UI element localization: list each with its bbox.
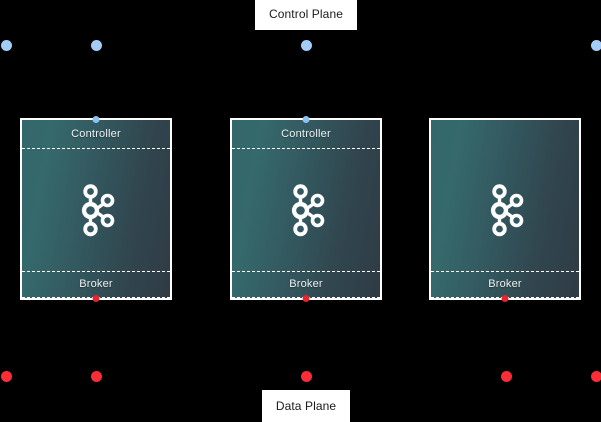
node-2-body-section [232, 149, 380, 272]
node-1-controller-label: Controller [71, 127, 121, 140]
kafka-logo [490, 184, 524, 237]
control-dot-4[interactable] [591, 40, 601, 51]
broker-node-1[interactable]: Controller [20, 116, 172, 302]
control-dot-1[interactable] [1, 40, 12, 51]
node-2-controller-label: Controller [281, 127, 331, 140]
data-dot-5[interactable] [591, 371, 601, 382]
node-3-controller-section [431, 120, 579, 149]
control-plane-label: Control Plane [255, 0, 357, 30]
node-1-control-dot[interactable] [92, 116, 100, 123]
data-dot-3[interactable] [301, 371, 312, 382]
data-plane-label: Data Plane [262, 390, 350, 422]
data-dot-4[interactable] [501, 371, 512, 382]
node-3-broker-label: Broker [488, 278, 522, 290]
data-dot-1[interactable] [1, 371, 12, 382]
node-1-controller-section: Controller [22, 120, 170, 149]
node-1-data-dot[interactable] [92, 295, 100, 302]
kafka-logo [81, 184, 115, 237]
node-1-broker-label: Broker [79, 278, 113, 290]
node-3-data-dot[interactable] [501, 295, 509, 302]
broker-node-2[interactable]: Controller [230, 116, 382, 302]
broker-node-3[interactable]: Broker [429, 118, 581, 302]
data-dot-2[interactable] [91, 371, 102, 382]
control-dot-3[interactable] [301, 40, 312, 51]
control-dot-2[interactable] [91, 40, 102, 51]
node-1-body-section [22, 149, 170, 272]
node-3-body-section [431, 149, 579, 272]
node-2-data-dot[interactable] [302, 295, 310, 302]
kafka-logo [291, 184, 325, 237]
node-2-broker-label: Broker [289, 278, 323, 290]
node-2-control-dot[interactable] [302, 116, 310, 123]
node-2-controller-section: Controller [232, 120, 380, 149]
